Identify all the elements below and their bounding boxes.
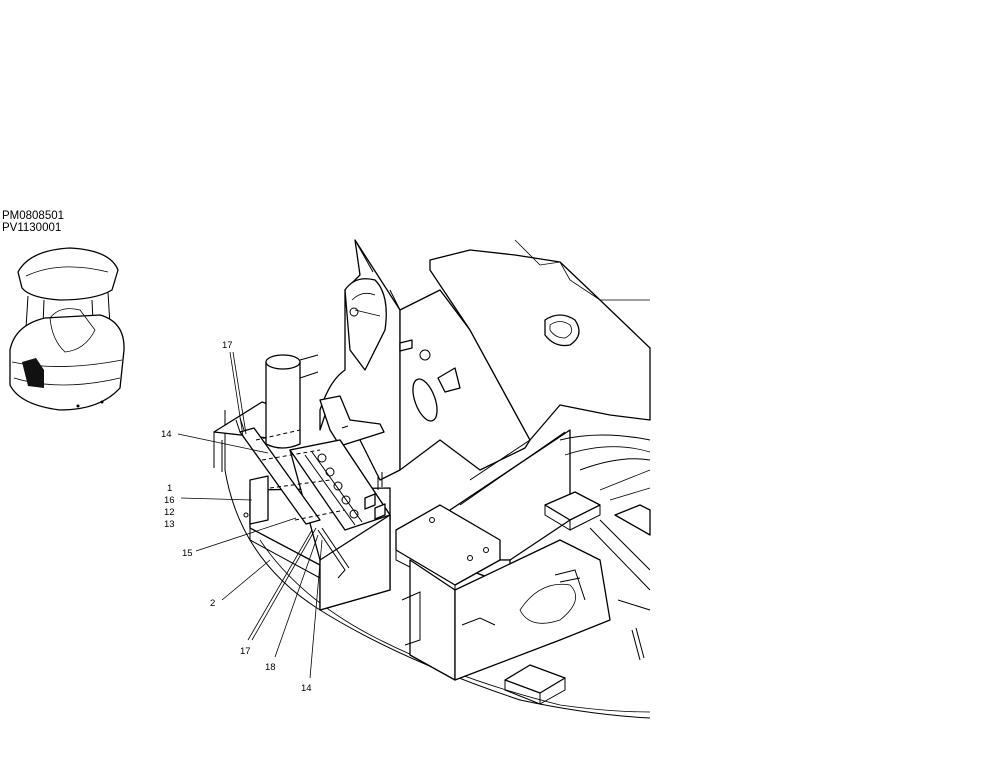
figure-code-2: PV1130001: [2, 222, 62, 234]
callout-16: 16: [164, 495, 175, 506]
callout-13: 13: [164, 519, 175, 530]
callout-17-top: 17: [222, 340, 233, 351]
callout-1: 1: [167, 483, 172, 494]
figure-code-1: PM0808501: [2, 210, 65, 222]
callout-15: 15: [182, 548, 193, 559]
battery-assembly: [235, 417, 391, 611]
callout-14-left: 14: [161, 429, 172, 440]
figure-code-block: PM0808501 PV1130001: [2, 210, 64, 234]
callout-leaders: [177, 351, 323, 679]
callout-2: 2: [210, 598, 215, 609]
machine-locator-thumbnail: [9, 247, 125, 411]
frame-structure: [213, 239, 651, 719]
callout-14-bottom: 14: [301, 683, 312, 694]
callout-17-bottom: 17: [240, 646, 251, 657]
callout-18: 18: [265, 662, 276, 673]
callout-labels: 17 14 1 16 12 13 15 2 17 18 14: [161, 340, 312, 694]
callout-12: 12: [164, 507, 175, 518]
